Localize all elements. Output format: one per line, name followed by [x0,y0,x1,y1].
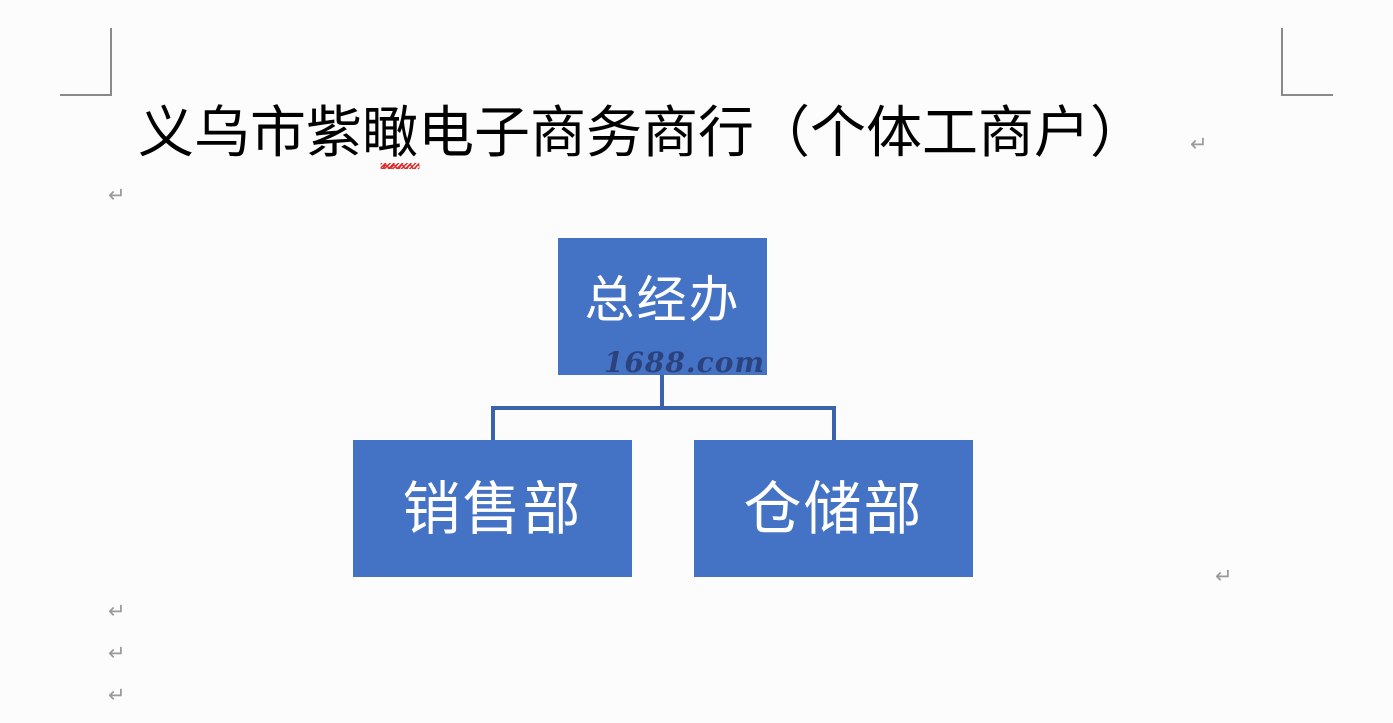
org-node-root[interactable]: 总经办 [558,238,767,375]
paragraph-mark-title: ↵ [1190,132,1208,156]
connector-drop-sales [491,406,495,442]
paragraph-mark-footer-1: ↵ [108,599,126,623]
crop-mark-top-right [1281,28,1333,96]
org-node-sales-label: 销售部 [402,474,583,543]
paragraph-mark-body-1: ↵ [108,183,126,207]
org-node-root-label: 总经办 [584,270,741,329]
spellcheck-underline-icon [368,163,432,169]
org-node-sales[interactable]: 销售部 [353,440,632,577]
connector-root-stem [660,375,664,409]
paragraph-mark-right: ↵ [1215,564,1233,588]
crop-mark-top-left [60,28,112,96]
paragraph-mark-footer-3: ↵ [108,683,126,707]
title-line: 义乌市紫瞰电子商务商行（个体工商户） [138,101,1238,171]
page-title[interactable]: 义乌市紫瞰电子商务商行（个体工商户） [138,101,1146,166]
paragraph-mark-footer-2: ↵ [108,641,126,665]
connector-drop-warehouse [832,406,836,442]
org-node-warehouse[interactable]: 仓储部 [694,440,973,577]
org-node-warehouse-label: 仓储部 [743,474,924,543]
connector-horizontal-bar [491,406,836,410]
